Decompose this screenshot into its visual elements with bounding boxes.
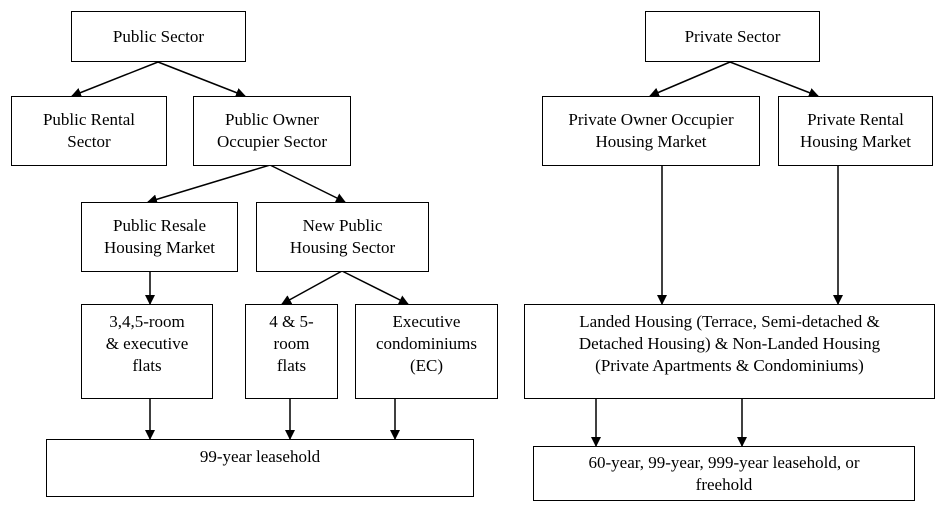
arrow-new-public-to-flats xyxy=(281,270,343,305)
node-private-rental-market: Private Rental Housing Market xyxy=(778,96,933,166)
node-private-owner-occupier-market: Private Owner Occupier Housing Market xyxy=(542,96,760,166)
arrow-public-to-owner-occupier xyxy=(157,61,246,98)
node-public-owner-occupier-sector: Public Owner Occupier Sector xyxy=(193,96,351,166)
arrow-private-to-rental xyxy=(729,61,819,98)
arrow-owner-occupier-to-resale xyxy=(147,164,271,205)
arrow-owner-occupier-to-new-public xyxy=(269,164,346,203)
node-private-sector: Private Sector xyxy=(645,11,820,62)
arrow-new-public-to-ec xyxy=(341,270,409,305)
node-public-resale-market: Public Resale Housing Market xyxy=(81,202,238,272)
arrow-public-to-rental xyxy=(71,61,159,98)
node-executive-condominiums: Executive condominiums (EC) xyxy=(355,304,498,399)
arrow-private-to-owner-occupier xyxy=(649,61,731,98)
node-resale-flats: 3,4,5-room & executive flats xyxy=(81,304,213,399)
node-landed-nonlanded-housing: Landed Housing (Terrace, Semi-detached &… xyxy=(524,304,935,399)
node-public-rental-sector: Public Rental Sector xyxy=(11,96,167,166)
node-public-sector: Public Sector xyxy=(71,11,246,62)
node-new-public-housing-sector: New Public Housing Sector xyxy=(256,202,429,272)
node-private-tenure: 60-year, 99-year, 999-year leasehold, or… xyxy=(533,446,915,501)
node-public-tenure: 99-year leasehold xyxy=(46,439,474,497)
node-new-flats: 4 & 5- room flats xyxy=(245,304,338,399)
